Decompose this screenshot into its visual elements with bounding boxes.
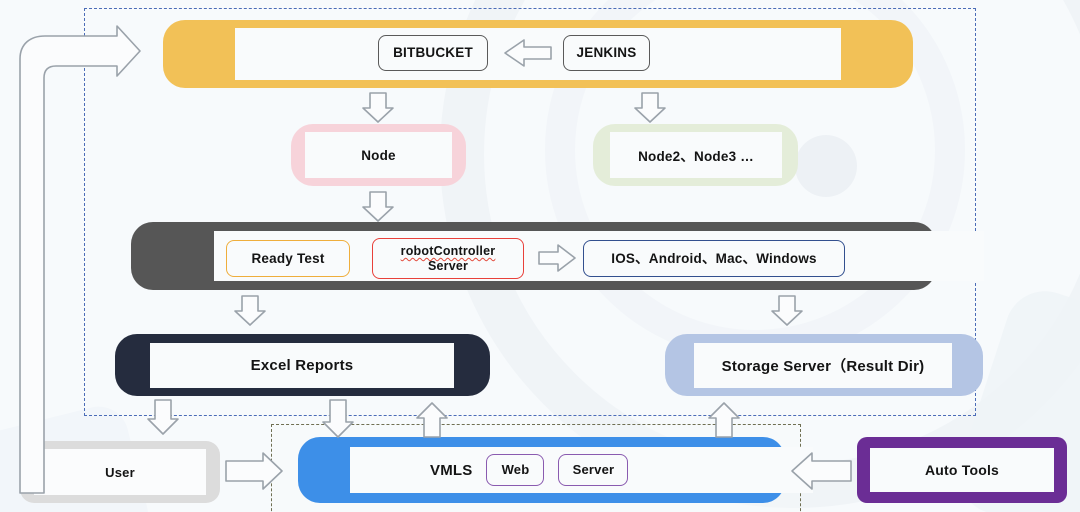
ci-band xyxy=(163,20,913,88)
robot-controller-server[interactable]: robotController Server xyxy=(372,238,524,279)
vmls-server-module[interactable]: Server xyxy=(558,454,629,486)
user-actor[interactable]: User xyxy=(20,441,220,503)
node-1-inner: Node xyxy=(305,132,452,178)
ci-band-inner xyxy=(235,28,841,80)
user-actor-label: User xyxy=(105,464,135,480)
target-platforms[interactable]: IOS、Android、Mac、Windows xyxy=(583,240,845,277)
node-group[interactable]: Node2、Node3 … xyxy=(593,124,798,186)
node-1-label: Node xyxy=(361,147,396,163)
excel-reports-inner: Excel Reports xyxy=(150,343,454,388)
storage-server-label: Storage Server（Result Dir) xyxy=(721,358,925,375)
vmls-web-module[interactable]: Web xyxy=(486,454,545,486)
jenkins-node[interactable]: JENKINS xyxy=(563,35,650,71)
vmls-platform[interactable]: VMLS Web Server xyxy=(298,437,813,503)
vmls-platform-inner: VMLS Web Server xyxy=(350,447,813,493)
storage-server[interactable]: Storage Server（Result Dir) xyxy=(665,334,983,396)
excel-reports-label: Excel Reports xyxy=(250,357,354,374)
vmls-label: VMLS xyxy=(430,461,473,479)
node-group-label: Node2、Node3 … xyxy=(638,149,754,164)
auto-tools-inner: Auto Tools xyxy=(870,448,1054,492)
auto-tools[interactable]: Auto Tools xyxy=(857,437,1067,503)
robot-controller-line1: robotController xyxy=(400,244,496,259)
excel-reports[interactable]: Excel Reports xyxy=(115,334,490,396)
storage-server-inner: Storage Server（Result Dir) xyxy=(694,343,952,388)
bitbucket-node[interactable]: BITBUCKET xyxy=(378,35,488,71)
robot-controller-line2: Server xyxy=(427,258,469,273)
user-actor-inner: User xyxy=(34,449,206,495)
ready-test[interactable]: Ready Test xyxy=(226,240,350,277)
node-group-inner: Node2、Node3 … xyxy=(610,132,782,178)
node-1[interactable]: Node xyxy=(291,124,466,186)
auto-tools-label: Auto Tools xyxy=(924,462,1000,478)
